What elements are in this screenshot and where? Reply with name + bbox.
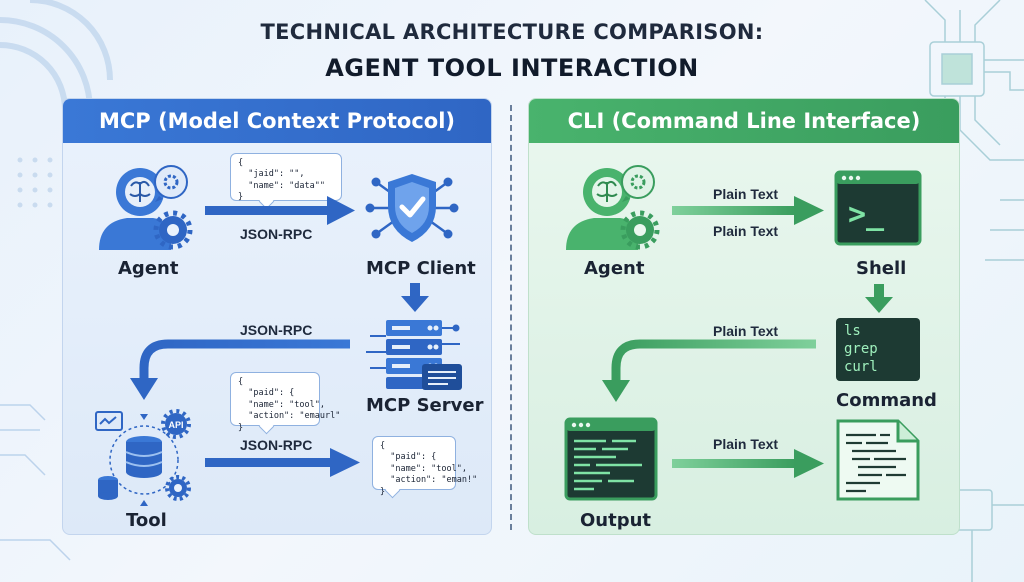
mcp-tool-label: Tool [126, 510, 167, 531]
cli-agent-icon [566, 165, 660, 250]
arrow-agent-to-shell [672, 196, 824, 225]
cli-panel-header: CLI (Command Line Interface) [529, 99, 959, 143]
server-icon [366, 320, 462, 390]
arrow-tool-out [205, 448, 360, 477]
json-bubble-response: { "paid": { "name": "tool", "action": "e… [372, 436, 477, 497]
cli-output-label: Output [580, 510, 652, 531]
arrow-shell-to-command [865, 284, 893, 313]
title-line-2: AGENT TOOL INTERACTION [325, 54, 699, 82]
arrow-server-to-tool [130, 339, 350, 400]
title-line-1: TECHNICAL ARCHITECTURE COMPARISON: [260, 20, 764, 44]
api-label: API [168, 420, 183, 430]
cli-command-label: Command [836, 390, 937, 411]
edge-label-command-output: Plain Text [713, 323, 779, 339]
mcp-server-label: MCP Server [366, 395, 484, 416]
command-grep: grep [844, 341, 878, 357]
json-bubble-request: { "jaid": "", "name": "data"" } [230, 153, 342, 202]
edge-label-tool-out: JSON-RPC [240, 437, 313, 453]
mcp-agent-label: Agent [118, 258, 179, 279]
panel-divider [510, 105, 512, 530]
json-bubble-tool-call: { "paid": { "name": "tool", "action": "e… [230, 372, 340, 433]
terminal-icon: >_ [834, 170, 922, 246]
mcp-panel-header: MCP (Model Context Protocol) [63, 99, 491, 143]
arrow-output-to-file [672, 449, 824, 478]
edge-label-server-tool: JSON-RPC [240, 322, 313, 338]
prompt-symbol: >_ [848, 197, 885, 232]
command-ls: ls [844, 323, 861, 339]
edge-label-agent-shell-above: Plain Text [713, 186, 779, 202]
page-title: TECHNICAL ARCHITECTURE COMPARISON: AGENT… [0, 20, 1024, 82]
database-icon: API [95, 409, 191, 506]
arrow-client-to-server [401, 283, 429, 312]
edge-label-agent-client: JSON-RPC [240, 226, 313, 242]
mcp-client-label: MCP Client [366, 258, 476, 279]
agent-icon [99, 165, 193, 250]
cli-shell-label: Shell [856, 258, 907, 279]
arrow-command-to-output [602, 339, 816, 402]
shield-icon [365, 174, 459, 242]
edge-label-agent-shell-below: Plain Text [713, 223, 779, 239]
command-box: ls grep curl [836, 318, 920, 381]
arrow-agent-to-client [205, 196, 355, 225]
document-icon [836, 419, 920, 501]
output-terminal-icon [564, 417, 658, 501]
cli-agent-label: Agent [584, 258, 645, 279]
edge-label-output-file: Plain Text [713, 436, 779, 452]
command-curl: curl [844, 359, 878, 375]
